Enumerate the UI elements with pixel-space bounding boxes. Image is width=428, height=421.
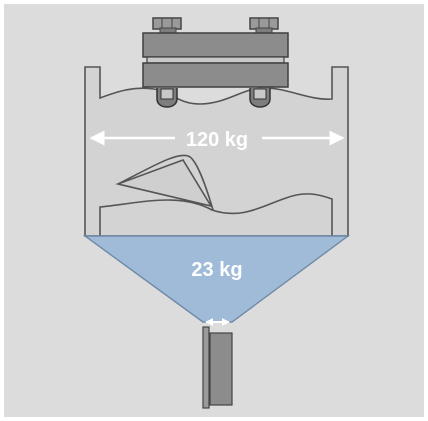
valve-internal-wedge bbox=[115, 159, 213, 208]
top-weight-label: 120 kg bbox=[186, 129, 248, 151]
bottom-weight-label: 23 kg bbox=[191, 259, 242, 281]
u-bolts bbox=[156, 88, 271, 108]
valve-body bbox=[84, 66, 349, 237]
outlet-gate bbox=[202, 326, 233, 409]
funnel-body bbox=[82, 235, 351, 323]
flange-plates bbox=[142, 32, 289, 88]
valve-inner-contour bbox=[99, 193, 333, 236]
